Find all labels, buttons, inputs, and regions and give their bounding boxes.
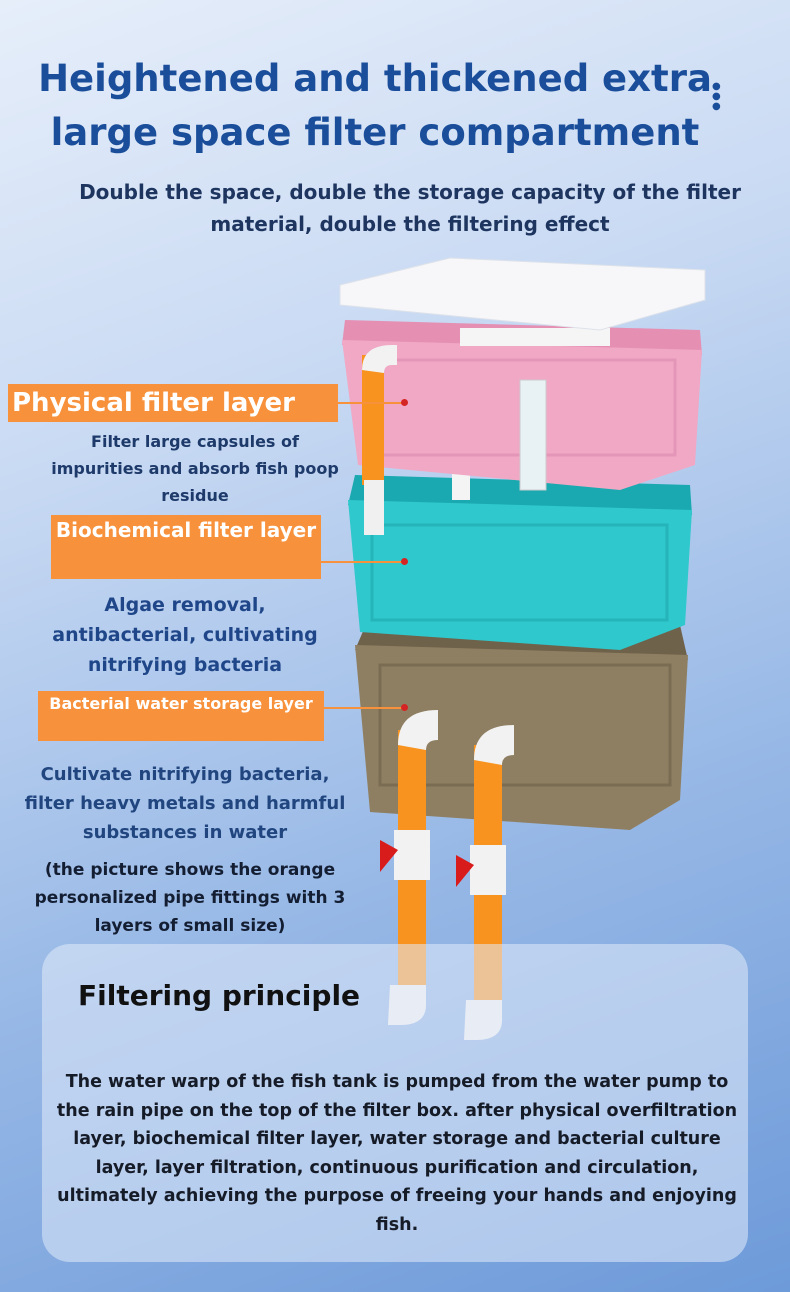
physical-box [342, 320, 702, 490]
title-line-2: large space filter compartment [50, 111, 700, 154]
physical-layer-label: Physical filter layer [8, 384, 338, 422]
pointer-line-1 [338, 402, 404, 404]
principle-text: The water warp of the fish tank is pumpe… [56, 1072, 738, 1235]
lid [339, 257, 706, 331]
pointer-dot-2 [401, 558, 408, 565]
biochemical-box [348, 472, 692, 650]
page-title: Heightened and thickened extra large spa… [0, 52, 750, 160]
pointer-line-2 [321, 561, 404, 563]
inlet-pipe [362, 345, 397, 535]
vertical-dots-icon[interactable]: ●●● [712, 81, 721, 112]
pointer-dot-3 [401, 704, 408, 711]
biochemical-layer-label: Biochemical filter layer [51, 515, 321, 579]
overflow-tube [519, 379, 547, 491]
pointer-line-3 [324, 707, 404, 709]
title-line-1: Heightened and thickened extra [38, 57, 712, 100]
pipe-note: (the picture shows the orange personaliz… [34, 860, 346, 936]
principle-panel [42, 944, 748, 1262]
storage-layer-label: Bacterial water storage layer [38, 691, 324, 741]
biochemical-layer-description: Algae removal, antibacterial, cultivatin… [52, 594, 318, 676]
pointer-dot-1 [401, 399, 408, 406]
physical-layer-description: Filter large capsules of impurities and … [51, 432, 339, 505]
principle-title: Filtering principle [78, 979, 361, 1012]
storage-layer-description: Cultivate nitrifying bacteria, filter he… [24, 764, 346, 843]
subtitle: Double the space, double the storage cap… [79, 180, 741, 236]
